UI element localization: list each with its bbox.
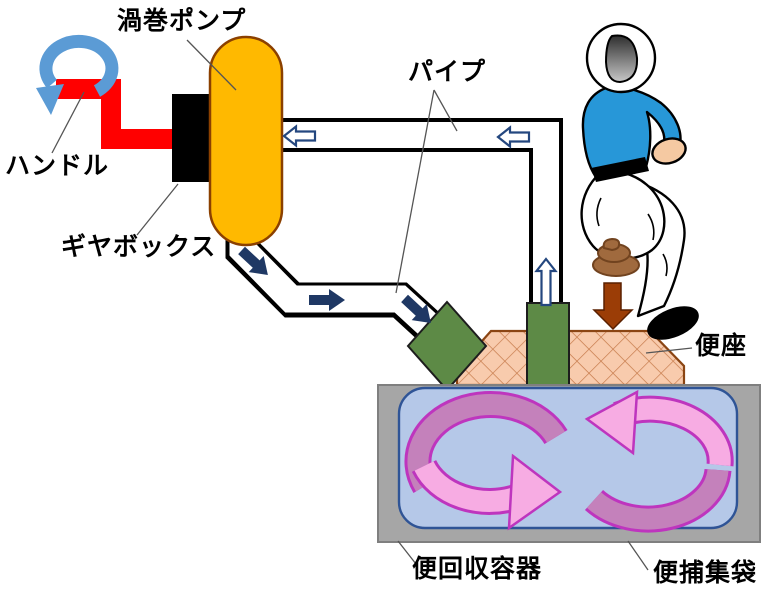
stir-loop-right: [584, 389, 734, 533]
hollow-flow-arrow-left-1: [282, 124, 317, 148]
person-visor: [605, 34, 639, 83]
leader-bag: [627, 540, 649, 571]
pump-body: [208, 35, 284, 247]
label-seat: 便座: [695, 332, 748, 360]
person-jacket: [581, 85, 682, 179]
gearbox-block: [172, 94, 211, 182]
label-gearbox: ギヤボックス: [61, 233, 217, 261]
pipe-lower: [225, 236, 461, 358]
label-pump: 渦巻ポンプ: [117, 7, 247, 35]
label-pipe: パイプ: [408, 58, 487, 86]
leader-seat: [645, 347, 693, 354]
flow-arrow-3: [401, 294, 431, 323]
toilet-seat: [455, 329, 686, 387]
person-wrinkle-1: [596, 197, 602, 227]
leader-pipe-b: [395, 89, 435, 294]
label-container: 便回収容器: [412, 555, 543, 583]
flow-arrow-1: [238, 246, 268, 275]
leader-handle: [51, 91, 85, 154]
person-hip: [580, 171, 666, 260]
hollow-flow-arrow-up: [534, 257, 558, 307]
pipe-upper: [281, 118, 563, 306]
rotation-arrow-icon: [36, 34, 119, 115]
poop-icon: [592, 237, 640, 277]
person-hand: [651, 137, 687, 165]
stir-loop-left: [404, 391, 568, 531]
leader-pump: [186, 39, 237, 91]
label-bag: 便捕集袋: [653, 559, 758, 587]
hollow-flow-arrow-left-2: [496, 125, 531, 149]
person-wrinkle-3: [662, 253, 668, 277]
person-wrinkle-2: [647, 213, 655, 241]
handle-crank: [56, 79, 178, 149]
leader-container: [397, 540, 417, 565]
leader-lines: [51, 39, 693, 571]
person-boot: [647, 306, 699, 340]
leader-gearbox: [136, 183, 179, 236]
flow-arrow-2: [309, 289, 345, 311]
waste-drop-arrow: [592, 282, 634, 331]
person-jacket-hem: [591, 157, 649, 182]
leader-pipe-a: [433, 89, 458, 132]
label-handle: ハンドル: [5, 152, 110, 180]
seat-connector-vertical: [526, 302, 570, 387]
person-figure: [580, 22, 699, 340]
